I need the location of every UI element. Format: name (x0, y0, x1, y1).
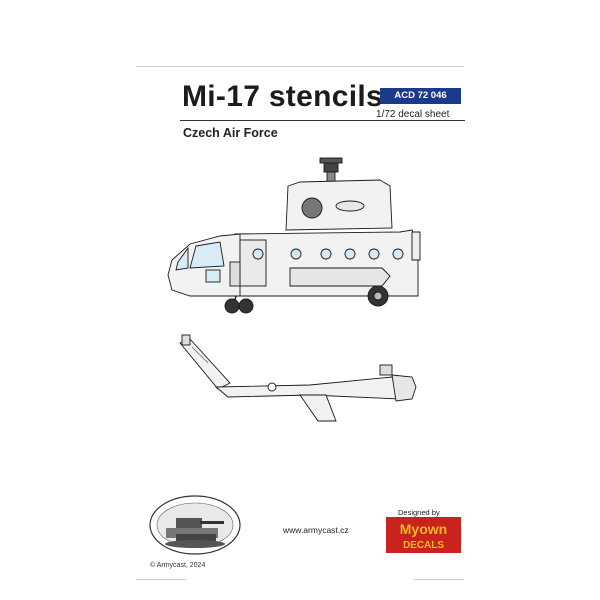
tail-boom-view (179, 334, 417, 422)
porthole (252, 248, 264, 260)
top-divider-line (136, 66, 464, 67)
engine-intake (301, 197, 323, 219)
svg-text:DECALS: DECALS (403, 540, 444, 551)
cargo-door (239, 239, 267, 287)
svg-text:Myown: Myown (400, 521, 447, 537)
scale-label: 1/72 decal sheet (376, 109, 450, 120)
armycast-logo (149, 495, 241, 555)
website-link[interactable]: www.armycast.cz (283, 525, 349, 535)
nose-wheel (238, 298, 254, 314)
copyright-text: © Armycast, 2024 (150, 562, 206, 569)
product-code-badge: ACD 72 046 (380, 88, 461, 104)
fuel-tank (289, 267, 391, 287)
cockpit-window (189, 241, 225, 269)
rotor-hub (323, 161, 339, 173)
designed-by-label: Designed by (398, 508, 440, 517)
sheet-title: Mi-17 stencils (182, 80, 383, 113)
myown-decals-logo: Myown DECALS (386, 517, 461, 553)
stabilizer (299, 394, 337, 422)
bottom-divider-line-right (414, 579, 464, 580)
tail-fin (179, 338, 231, 390)
title-underline (180, 120, 465, 121)
sheet-subtitle: Czech Air Force (183, 126, 278, 140)
bottom-divider-line-left (136, 579, 186, 580)
helicopter-side-view (167, 157, 421, 314)
